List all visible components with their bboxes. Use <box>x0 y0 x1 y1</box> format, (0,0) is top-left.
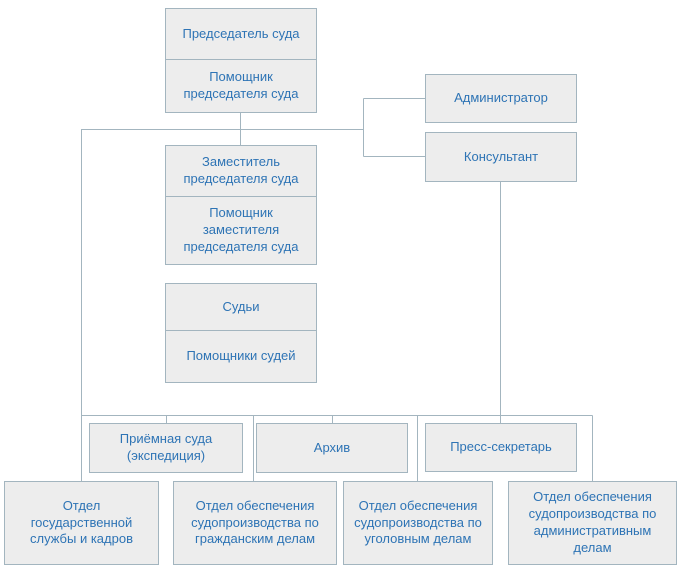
org-box-consultant: Консультант <box>425 132 577 182</box>
org-box-chairman: Председатель суда <box>165 8 317 60</box>
org-box-deputy-assistant: Помощник заместителя председателя суда <box>165 196 317 265</box>
org-box-dept-civil-service: Отдел государственной службы и кадров <box>4 481 159 565</box>
org-box-dept-admin-cases: Отдел обеспечения судопроизводства по ад… <box>508 481 677 565</box>
org-box-reception: Приёмная суда (экспедиция) <box>89 423 243 473</box>
org-box-dept-civil-cases: Отдел обеспечения судопроизводства по гр… <box>173 481 337 565</box>
org-box-deputy-chairman: Заместитель председателя суда <box>165 145 317 197</box>
org-box-judges-assistants: Помощники судей <box>165 330 317 383</box>
org-box-chairman-assistant: Помощник председателя суда <box>165 59 317 113</box>
org-box-archive: Архив <box>256 423 408 473</box>
org-box-judges: Судьи <box>165 283 317 331</box>
org-box-administrator: Администратор <box>425 74 577 123</box>
org-box-dept-criminal-cases: Отдел обеспечения судопроизводства по уг… <box>343 481 493 565</box>
org-box-press-secretary: Пресс-секретарь <box>425 423 577 472</box>
